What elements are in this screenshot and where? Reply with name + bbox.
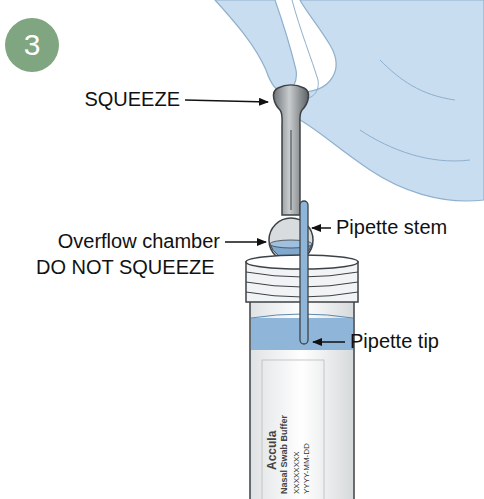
brand-text: Accula xyxy=(266,431,278,470)
product-text: Nasal Swab Buffer xyxy=(280,415,289,494)
callout-label: Overflow chamber xyxy=(58,230,220,252)
callout-label: Pipette stem xyxy=(336,216,447,238)
date-text: YYYY-MM-DD xyxy=(303,443,311,494)
callout-label: SQUEEZE xyxy=(84,88,180,110)
glove xyxy=(215,0,484,201)
leader-lines xyxy=(185,100,345,342)
pipette-stem xyxy=(300,201,308,344)
callout-label: Pipette tip xyxy=(350,330,439,352)
lot-text: XXXXXXXX xyxy=(293,451,301,494)
step-number: 3 xyxy=(24,28,41,62)
warning-label: DO NOT SQUEEZE xyxy=(36,256,215,278)
step-circle: 3 xyxy=(5,18,59,72)
